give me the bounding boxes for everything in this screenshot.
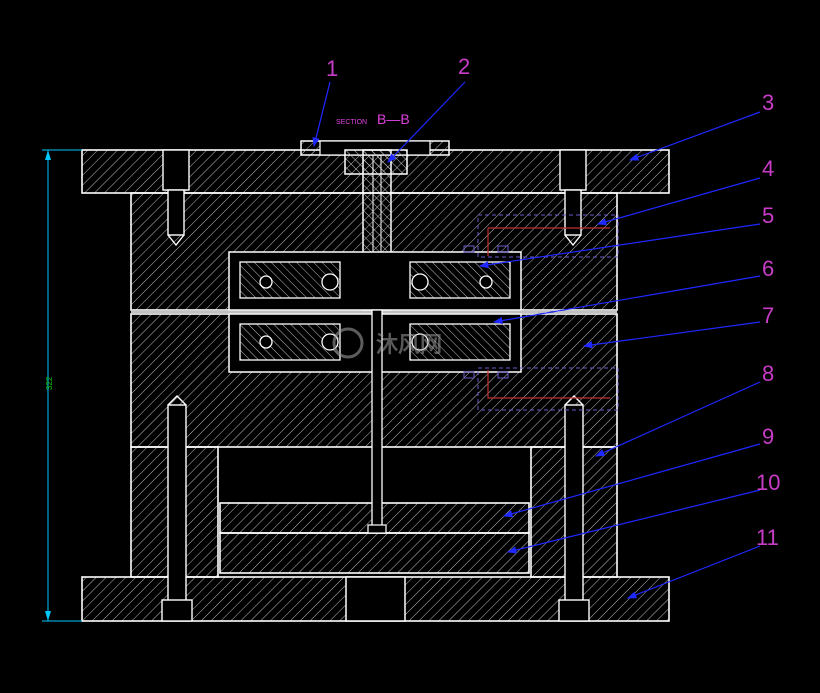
leader-3 bbox=[628, 111, 761, 161]
dimension-value: 322 bbox=[45, 376, 54, 390]
leader-4 bbox=[596, 177, 761, 226]
height-dimension: 322 bbox=[42, 149, 82, 622]
callout-6: 6 bbox=[762, 256, 774, 281]
callout-8: 8 bbox=[762, 361, 774, 386]
callout-2: 2 bbox=[458, 54, 470, 79]
leader-7 bbox=[582, 321, 761, 349]
callout-7: 7 bbox=[762, 303, 774, 328]
section-prefix: SECTION bbox=[336, 119, 367, 126]
cavity-insert bbox=[228, 251, 522, 311]
screw-top-left bbox=[162, 149, 190, 247]
sprue-puller-pin bbox=[367, 309, 387, 534]
screw-bottom-right bbox=[558, 395, 590, 622]
leader-6 bbox=[492, 275, 761, 325]
callout-9: 9 bbox=[762, 424, 774, 449]
callout-1: 1 bbox=[326, 56, 338, 81]
callout-10: 10 bbox=[756, 470, 780, 495]
leader-1 bbox=[312, 81, 331, 148]
section-label: B—B bbox=[377, 111, 410, 127]
leader-8 bbox=[594, 381, 761, 457]
leader-5 bbox=[478, 223, 761, 269]
cooling-channel bbox=[463, 214, 619, 411]
watermark-text: 沐风网 bbox=[376, 332, 442, 357]
leader-10 bbox=[506, 489, 761, 554]
callout-4: 4 bbox=[762, 156, 774, 181]
screw-top-right bbox=[559, 149, 587, 247]
callout-numbers: 1 2 3 4 5 6 7 8 9 10 11 bbox=[326, 54, 780, 550]
callout-11: 11 bbox=[756, 525, 779, 550]
ejector-plate bbox=[219, 532, 530, 574]
leader-11 bbox=[626, 545, 761, 599]
leader-2 bbox=[387, 81, 466, 163]
callout-5: 5 bbox=[762, 203, 774, 228]
watermark: 沐风网 bbox=[332, 327, 442, 359]
leader-9 bbox=[502, 443, 761, 518]
screw-bottom-left bbox=[161, 395, 193, 622]
callout-3: 3 bbox=[762, 90, 774, 115]
leader-lines bbox=[312, 81, 761, 599]
